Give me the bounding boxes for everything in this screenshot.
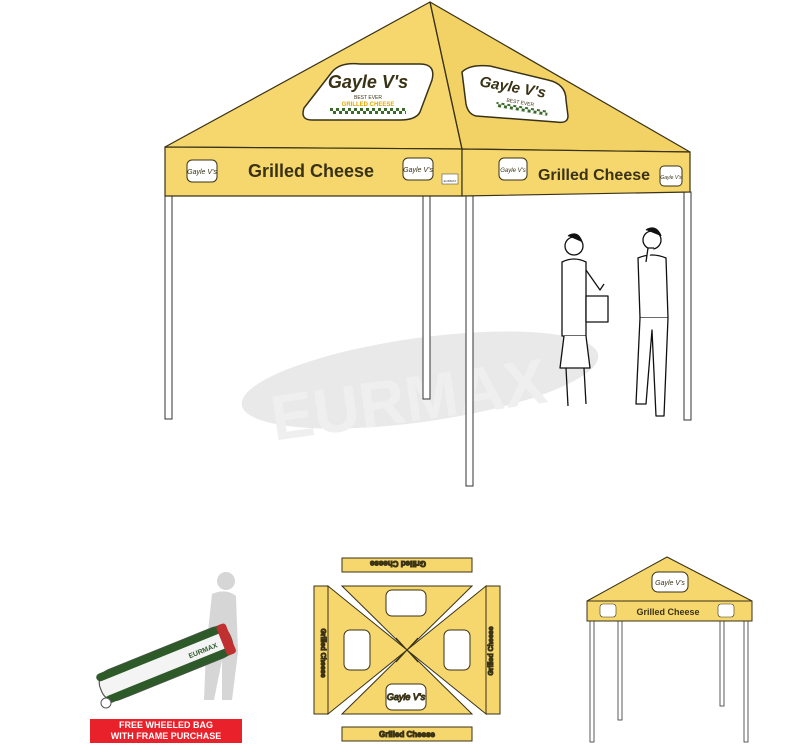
roof-logo-right: Gayle V's BEST EVER xyxy=(461,64,569,124)
svg-text:Gayle V's: Gayle V's xyxy=(500,168,526,174)
svg-text:BEST EVER: BEST EVER xyxy=(354,95,382,101)
svg-text:EURMAX: EURMAX xyxy=(444,179,457,183)
svg-text:Gayle V's: Gayle V's xyxy=(187,169,217,176)
eurmax-watermark: EURMAX xyxy=(241,331,599,455)
front-valance: Grilled Cheese Gayle V's Gayle V's EURMA… xyxy=(164,146,463,197)
svg-text:Grilled Cheese: Grilled Cheese xyxy=(488,626,495,675)
svg-text:Grilled Cheese: Grilled Cheese xyxy=(379,730,436,739)
banner-line-1: FREE WHEELED BAG xyxy=(118,720,213,730)
maker-tag xyxy=(441,173,459,185)
svg-text:Grilled Cheese: Grilled Cheese xyxy=(369,559,426,568)
people-figures-icon xyxy=(559,227,669,417)
svg-text:Grilled Cheese: Grilled Cheese xyxy=(538,167,650,184)
svg-text:GRILLED CHEESE: GRILLED CHEESE xyxy=(342,102,395,108)
svg-text:Gayle V's: Gayle V's xyxy=(660,175,682,181)
svg-text:Gayle V's: Gayle V's xyxy=(403,167,433,174)
svg-text:Gayle V's: Gayle V's xyxy=(655,580,685,587)
svg-text:Gayle V's: Gayle V's xyxy=(328,72,408,92)
free-bag-banner: FREE WHEELED BAG WITH FRAME PURCHASE xyxy=(90,719,242,743)
banner-line-2: WITH FRAME PURCHASE xyxy=(110,731,222,741)
roof-logo-left: Gayle V's BEST EVER GRILLED CHEESE xyxy=(302,62,434,121)
svg-text:Grilled Cheese: Grilled Cheese xyxy=(319,628,326,677)
svg-text:BEST EVER: BEST EVER xyxy=(506,98,535,109)
svg-text:Grilled Cheese: Grilled Cheese xyxy=(636,607,699,617)
small-tent: Gayle V's Grilled Cheese xyxy=(586,556,753,743)
main-tent: EURMAX Gayle V's BEST EVER GRILLED CHEES… xyxy=(164,1,692,487)
wheeled-bag-icon: EURMAX xyxy=(96,572,238,709)
svg-text:Gayle V's: Gayle V's xyxy=(387,692,426,702)
side-valance: Grilled Cheese Gayle V's Gayle V's xyxy=(461,148,691,197)
svg-text:Grilled Cheese: Grilled Cheese xyxy=(248,161,374,181)
flat-canopy-layout: Grilled Cheese Grilled Cheese Grilled Ch… xyxy=(313,557,501,742)
tent-legs xyxy=(164,191,692,487)
